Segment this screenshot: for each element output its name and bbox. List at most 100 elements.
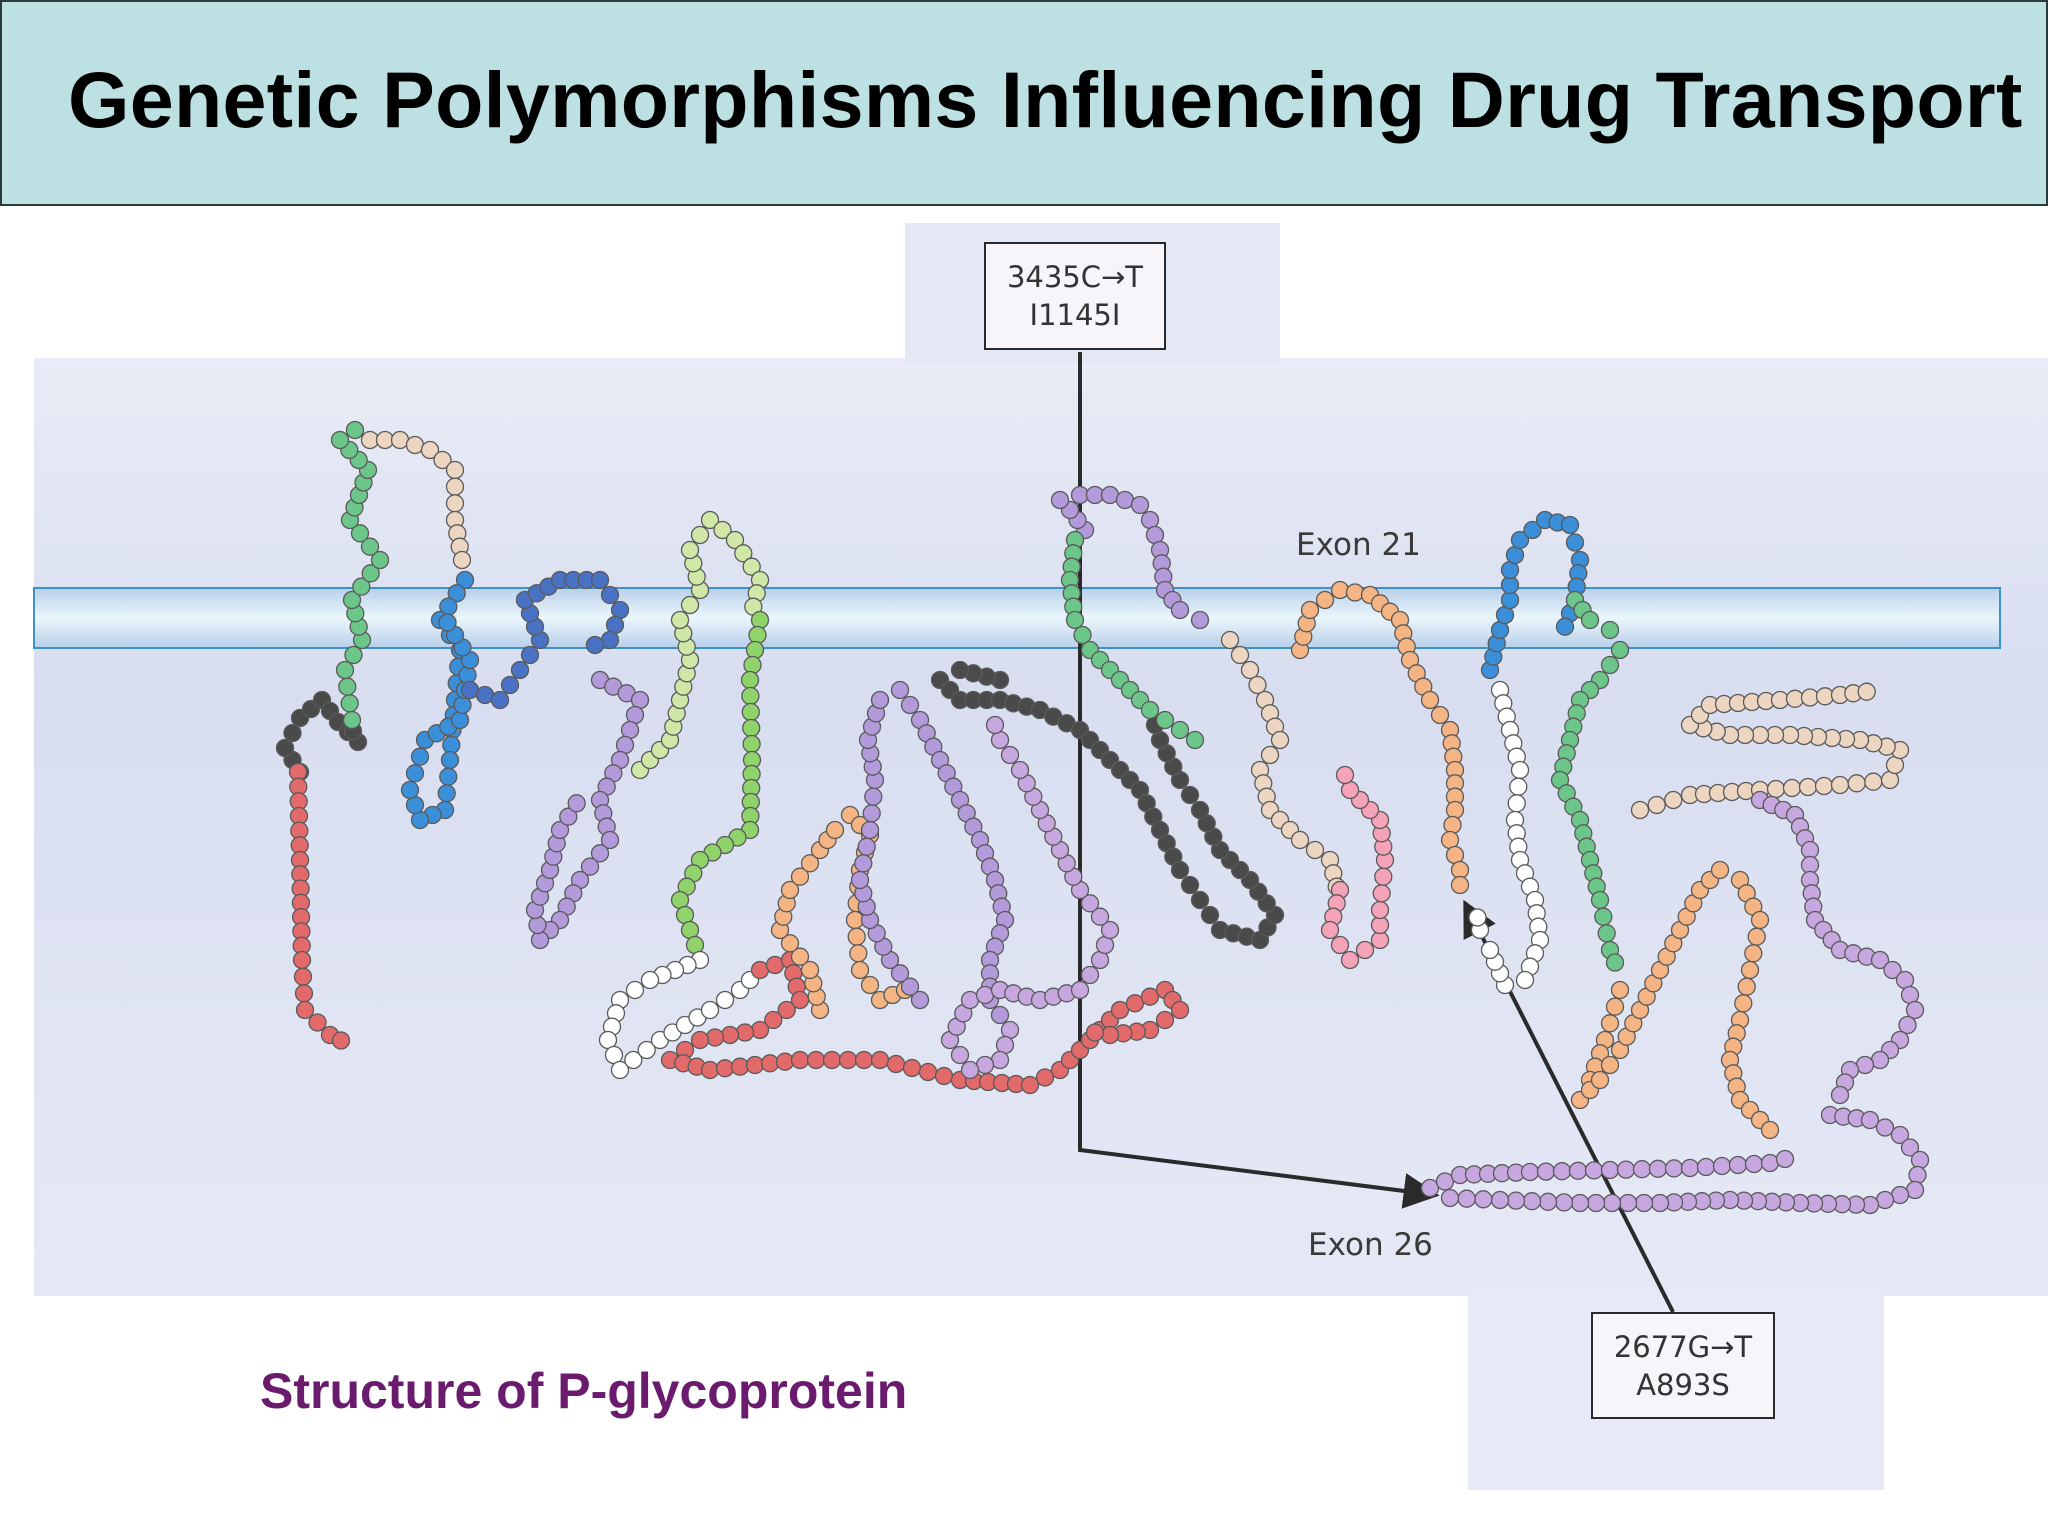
residue-bead xyxy=(1890,1125,1910,1145)
residue-bead xyxy=(1744,944,1763,963)
residue-bead xyxy=(854,1050,874,1070)
residue-bead xyxy=(624,1050,643,1070)
residue-bead xyxy=(342,710,362,730)
residue-bead xyxy=(1648,1159,1668,1178)
residue-bead xyxy=(1597,924,1616,943)
residue-bead xyxy=(1230,645,1250,665)
residue-bead xyxy=(1580,610,1600,630)
residue-bead xyxy=(890,964,910,983)
residue-bead xyxy=(1200,905,1220,925)
residue-bead xyxy=(1457,1189,1476,1208)
residue-bead xyxy=(847,927,866,946)
residue-bead xyxy=(1515,970,1535,990)
residue-bead xyxy=(780,880,800,900)
residue-bead xyxy=(1420,690,1440,710)
residue-bead xyxy=(1600,1160,1620,1180)
residue-bead xyxy=(1610,980,1630,1000)
residue-bead xyxy=(1814,776,1834,796)
residue-bead xyxy=(760,1054,780,1073)
residue-bead xyxy=(780,934,800,953)
residue-bead xyxy=(1602,1193,1622,1213)
chain-blue-20 xyxy=(1480,510,1590,680)
residue-bead xyxy=(1647,795,1666,815)
residue-bead xyxy=(1085,1023,1105,1042)
residue-bead xyxy=(445,477,465,496)
residue-bead xyxy=(1330,935,1350,955)
residue-bead xyxy=(870,690,890,710)
residue-bead xyxy=(735,1023,755,1042)
residue-bead xyxy=(1610,640,1630,660)
residue-bead xyxy=(400,780,420,800)
residue-bead xyxy=(1565,533,1585,552)
snp-3435-nucleotide: 3435C→T xyxy=(1006,260,1144,294)
residue-bead xyxy=(580,857,600,876)
slide-title: Genetic Polymorphisms Influencing Drug T… xyxy=(68,55,2023,144)
residue-bead xyxy=(1305,840,1325,860)
residue-bead xyxy=(850,960,870,980)
residue-bead xyxy=(900,977,920,996)
residue-bead xyxy=(440,750,460,770)
residue-bead xyxy=(705,1028,725,1047)
residue-bead xyxy=(1750,910,1770,930)
residue-bead xyxy=(1798,777,1818,797)
residue-bead xyxy=(1664,1159,1684,1178)
chain-indigo-5 xyxy=(460,570,630,710)
residue-bead xyxy=(934,1066,954,1086)
residue-bead xyxy=(1600,620,1620,640)
residue-bead xyxy=(713,520,732,540)
residue-bead xyxy=(1345,583,1365,602)
residue-bead xyxy=(1170,860,1190,880)
residue-bead xyxy=(1300,600,1320,620)
residue-bead xyxy=(625,980,645,1000)
residue-bead xyxy=(1728,1155,1748,1175)
residue-bead xyxy=(715,1059,735,1078)
chain-black-14 xyxy=(930,660,1285,950)
residue-bead xyxy=(790,947,810,966)
residue-bead xyxy=(433,450,452,470)
residue-bead xyxy=(1555,617,1575,636)
residue-bead xyxy=(350,524,370,543)
residue-bead xyxy=(559,807,578,826)
residue-bead xyxy=(405,764,425,783)
snp-callout-2677: 2677G→T A893S xyxy=(1591,1312,1775,1419)
residue-bead xyxy=(330,430,350,450)
residue-bead xyxy=(742,734,761,754)
residue-bead xyxy=(342,590,362,610)
residue-bead xyxy=(1270,730,1290,750)
residue-bead xyxy=(338,677,357,696)
residue-bead xyxy=(1605,997,1625,1016)
residue-bead xyxy=(690,1030,710,1050)
residue-bead xyxy=(1908,1165,1927,1185)
residue-bead xyxy=(1616,1160,1636,1179)
residue-bead xyxy=(1680,1158,1700,1178)
residue-bead xyxy=(1766,779,1786,799)
residue-bead xyxy=(734,544,753,563)
residue-bead xyxy=(1630,800,1650,820)
residue-bead xyxy=(1584,1161,1604,1180)
residue-bead xyxy=(1760,1153,1780,1173)
residue-bead xyxy=(742,557,761,576)
residue-bead xyxy=(1712,1156,1732,1176)
residue-bead xyxy=(1554,1193,1574,1212)
residue-bead xyxy=(741,702,760,722)
chain-lavender-26 xyxy=(1420,1149,1925,1215)
residue-bead xyxy=(1898,1015,1917,1035)
chain-purple-12 xyxy=(850,680,1015,1025)
residue-bead xyxy=(1190,800,1210,820)
residue-bead xyxy=(520,645,540,665)
chain-purple-6 xyxy=(525,670,650,950)
residue-bead xyxy=(1372,884,1391,903)
residue-bead xyxy=(438,613,457,632)
residue-bead xyxy=(450,710,470,730)
residue-bead xyxy=(637,1040,656,1060)
residue-bead xyxy=(1035,1068,1055,1087)
residue-bead xyxy=(1100,920,1120,940)
residue-bead xyxy=(862,804,881,823)
residue-bead xyxy=(1190,610,1210,630)
residue-bead xyxy=(1050,490,1070,510)
residue-bead xyxy=(331,1031,351,1050)
residue-bead xyxy=(1180,785,1200,805)
chain-green-16 xyxy=(1060,530,1205,750)
chain-red-10 xyxy=(660,950,1190,1095)
residue-bead xyxy=(1737,977,1756,996)
